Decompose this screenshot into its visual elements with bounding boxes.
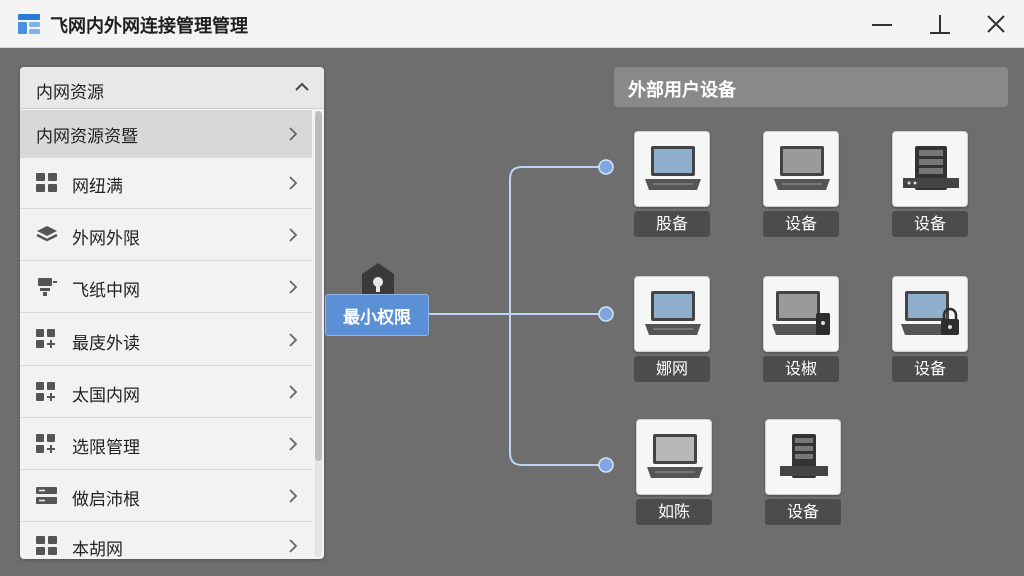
laptop-padlock-icon [901,291,959,335]
laptop-icon [645,291,701,335]
title-bar: 飞网内外网连接管理管理 [0,0,1024,48]
grid-plus-icon [36,434,55,453]
device-label: 设椒 [763,356,839,382]
sidebar-item-label: 本胡网 [72,540,123,559]
window-title: 飞网内外网连接管理管理 [50,16,248,37]
device-2[interactable]: 设备 [763,131,839,241]
grid-icon [36,536,57,555]
pin-button[interactable] [926,10,954,38]
sidebar-item-intranet-resources[interactable]: 内网资源资暨 [20,110,312,158]
sidebar-item-8[interactable]: 本胡网 [20,522,312,559]
external-devices-title: 外部用户设备 [628,80,736,101]
server-icon [36,487,57,504]
device-label: 股备 [634,211,710,237]
device-label: 娜网 [634,356,710,382]
device-1[interactable]: 股备 [634,131,710,241]
server-rack-icon [903,146,959,190]
device-8[interactable]: 设备 [765,419,841,529]
laptop-icon [645,146,701,190]
sidebar-item-2[interactable]: 外网外限 [20,209,312,261]
device-label: 设备 [763,211,839,237]
sidebar-item-4[interactable]: 最庋外读 [20,313,312,366]
laptop-lock-icon [772,291,830,335]
sidebar-item-7[interactable]: 做启沛根 [20,470,312,522]
sidebar-item-label: 做启沛根 [72,490,140,510]
chevron-right-icon [289,539,298,553]
chevron-right-icon [289,333,298,347]
sidebar-header[interactable]: 内网资源 [20,67,324,109]
sidebar-scrollbar-thumb[interactable] [315,111,322,461]
layers-icon [36,226,58,242]
laptop-icon [774,146,830,190]
sidebar-item-label: 太国内网 [72,386,140,406]
connector-dot-row2 [598,306,614,322]
chevron-right-icon [289,385,298,399]
device-7[interactable]: 如陈 [636,419,712,529]
least-privilege-node[interactable]: 最小权限 [325,294,429,336]
app-logo-icon [18,14,40,34]
sidebar-item-5[interactable]: 太国内网 [20,366,312,418]
lock-icon [362,263,394,298]
sidebar-header-label: 内网资源 [36,83,104,103]
connector-dot-row1 [598,159,614,175]
server-rack-icon [780,434,828,478]
external-devices-header: 外部用户设备 [614,67,1008,107]
grid-plus-icon [36,382,55,401]
sidebar-item-label: 最庋外读 [72,334,140,354]
device-label: 设备 [892,211,968,237]
intranet-resources-panel: 内网资源 内网资源资暨 网纽满 外网外限 飞纸中网 [20,67,324,559]
grid-icon [36,173,57,192]
chevron-right-icon [289,489,298,503]
device-6[interactable]: 设备 [892,276,968,386]
chevron-right-icon [289,176,298,190]
grid-plus-icon [36,329,55,348]
chevron-right-icon [289,280,298,294]
chevron-up-icon[interactable] [292,77,312,97]
device-label: 如陈 [636,499,712,525]
device-4[interactable]: 娜网 [634,276,710,386]
device-5[interactable]: 设椒 [763,276,839,386]
network-icon [38,278,57,296]
minimize-icon [872,24,892,26]
close-icon [987,15,1005,33]
chevron-right-icon [289,437,298,451]
sidebar-item-3[interactable]: 飞纸中网 [20,261,312,313]
sidebar-item-1[interactable]: 网纽满 [20,158,312,209]
sidebar-item-label: 飞纸中网 [72,281,140,301]
device-label: 设备 [892,356,968,382]
close-button[interactable] [982,10,1010,38]
device-3[interactable]: 设备 [892,131,968,241]
chevron-right-icon [289,228,298,242]
device-label: 设备 [765,499,841,525]
chevron-right-icon [289,127,298,141]
connector-dot-row3 [598,457,614,473]
sidebar-item-6[interactable]: 选限管理 [20,418,312,470]
pin-icon [930,15,950,34]
sidebar-item-label: 外网外限 [72,229,140,249]
sidebar-item-label: 选限管理 [72,438,140,458]
laptop-icon [647,434,703,478]
sidebar-item-label: 网纽满 [72,177,123,197]
minimize-button[interactable] [868,10,896,38]
sidebar-item-label: 内网资源资暨 [36,127,138,147]
